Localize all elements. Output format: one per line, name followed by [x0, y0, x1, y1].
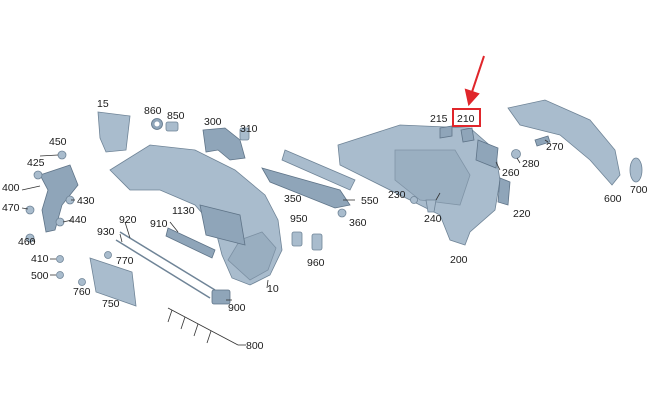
- cap-part-700[interactable]: [629, 157, 643, 183]
- bracket-part-215[interactable]: [439, 125, 453, 139]
- label-900: 900: [228, 302, 246, 314]
- label-360: 360: [349, 217, 367, 229]
- plate-bracket-part[interactable]: [89, 257, 137, 307]
- label-400: 400: [2, 182, 20, 194]
- clip-part-360[interactable]: [337, 208, 347, 218]
- label-950: 950: [290, 213, 308, 225]
- clip-part-410[interactable]: [56, 255, 64, 263]
- label-200: 200: [450, 254, 468, 266]
- label-770: 770: [116, 255, 134, 267]
- rod-part-930[interactable]: [115, 239, 211, 299]
- label-920: 920: [119, 214, 137, 226]
- clip-part-240[interactable]: [425, 199, 437, 213]
- label-10: 10: [267, 283, 279, 295]
- bracket-part[interactable]: [202, 127, 246, 161]
- strip-part-910[interactable]: [165, 227, 216, 259]
- label-310: 310: [240, 123, 258, 135]
- clip-part-960[interactable]: [311, 233, 323, 251]
- label-430: 430: [77, 195, 95, 207]
- label-240: 240: [424, 213, 442, 225]
- clip-part-440[interactable]: [55, 217, 65, 227]
- sensor-part-900[interactable]: [211, 289, 231, 305]
- label-500: 500: [31, 270, 49, 282]
- label-850: 850: [167, 110, 185, 122]
- screw-part-270[interactable]: [534, 135, 551, 147]
- label-15: 15: [97, 98, 109, 110]
- label-270: 270: [546, 141, 564, 153]
- label-600: 600: [604, 193, 622, 205]
- cover-panel-part[interactable]: [97, 111, 131, 153]
- label-450: 450: [49, 136, 67, 148]
- clip-part-450[interactable]: [57, 150, 67, 160]
- label-550: 550: [361, 195, 379, 207]
- panel-part-210[interactable]: [460, 127, 475, 143]
- clip-part-460[interactable]: [25, 233, 35, 243]
- ring-hole: [154, 121, 160, 127]
- label-700: 700: [630, 184, 648, 196]
- grid-insert-part[interactable]: [475, 139, 499, 169]
- label-215: 215: [430, 113, 448, 125]
- label-760: 760: [73, 286, 91, 298]
- label-280: 280: [522, 158, 540, 170]
- long-bracket-part[interactable]: [261, 167, 351, 209]
- clip-part-310[interactable]: [239, 127, 250, 141]
- clip-part[interactable]: [165, 121, 179, 132]
- clip-part-760[interactable]: [78, 278, 86, 286]
- clip-part-950[interactable]: [291, 231, 303, 247]
- label-860: 860: [144, 105, 162, 117]
- label-800: 800: [246, 340, 264, 352]
- clip-part-425[interactable]: [33, 170, 43, 180]
- label-440: 440: [69, 214, 87, 226]
- highlight-box: [452, 108, 481, 127]
- label-930: 930: [97, 226, 115, 238]
- label-910: 910: [150, 218, 168, 230]
- leader-lines: [21, 139, 549, 346]
- label-1130: 1130: [172, 205, 195, 217]
- label-460: 460: [18, 236, 36, 248]
- label-350: 350: [284, 193, 302, 205]
- comb-part-800[interactable]: [167, 307, 239, 346]
- diffuser-part[interactable]: [507, 99, 621, 186]
- clip-part-230[interactable]: [410, 196, 418, 204]
- label-410: 410: [31, 253, 49, 265]
- side-bracket-part[interactable]: [39, 164, 79, 233]
- label-960: 960: [307, 257, 325, 269]
- clip-part-770[interactable]: [104, 251, 112, 259]
- part-labels: 15 860 850 300 310 450 425 400 430 470 4…: [2, 98, 648, 352]
- pointer-arrow-icon: [464, 55, 485, 107]
- label-220: 220: [513, 208, 531, 220]
- clip-part-470[interactable]: [25, 205, 35, 215]
- label-230: 230: [388, 189, 406, 201]
- rod-part-920[interactable]: [119, 231, 216, 291]
- rear-bumper-inner: [394, 149, 471, 206]
- clip-part-280[interactable]: [511, 149, 521, 159]
- label-750: 750: [102, 298, 120, 310]
- long-bracket-part-550[interactable]: [281, 149, 356, 191]
- label-470: 470: [2, 202, 20, 214]
- mount-part-1130[interactable]: [199, 204, 246, 246]
- strip-part-220[interactable]: [497, 177, 511, 206]
- clip-part-500[interactable]: [56, 271, 64, 279]
- label-260: 260: [502, 167, 520, 179]
- label-425: 425: [27, 157, 45, 169]
- label-300: 300: [204, 116, 222, 128]
- label-210[interactable]: 210: [457, 113, 475, 125]
